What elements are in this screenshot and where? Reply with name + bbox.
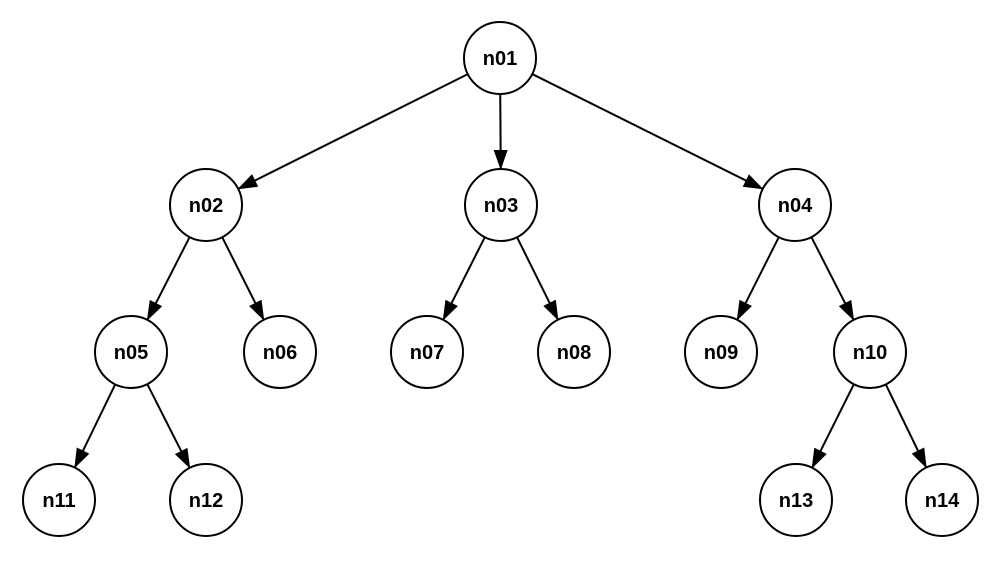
node-label-n07: n07 xyxy=(410,342,444,364)
node-label-n13: n13 xyxy=(779,490,813,512)
node-label-n09: n09 xyxy=(704,342,738,364)
tree-node-n05: n05 xyxy=(94,315,168,389)
node-circle-n08 xyxy=(537,315,611,389)
node-label-n03: n03 xyxy=(484,195,518,217)
edge-n01-n02 xyxy=(237,73,469,190)
edge-n10-n14 xyxy=(884,383,928,469)
node-circle-n04 xyxy=(758,168,832,242)
tree-node-n08: n08 xyxy=(537,315,611,389)
nodes-layer: n01 n02 n03 n04 n05 n06 n07 n08 n09 n10 n11 n12 n13 n… xyxy=(22,21,979,537)
node-circle-n10 xyxy=(833,315,907,389)
tree-node-n09: n09 xyxy=(684,315,758,389)
edge-n01-n03 xyxy=(493,93,508,170)
node-circle-n14 xyxy=(905,463,979,537)
edge-n03-n07 xyxy=(442,236,486,321)
edge-n10-n13 xyxy=(811,383,855,469)
tree-node-n02: n02 xyxy=(169,168,243,242)
node-label-n05: n05 xyxy=(114,342,148,364)
node-circle-n05 xyxy=(94,315,168,389)
node-label-n04: n04 xyxy=(778,195,813,217)
tree-node-n04: n04 xyxy=(758,168,832,242)
node-circle-n07 xyxy=(390,315,464,389)
edge-n05-n11 xyxy=(73,383,117,469)
tree-node-n13: n13 xyxy=(759,463,833,537)
edges-layer xyxy=(73,73,928,469)
edge-n04-n09 xyxy=(736,236,780,321)
edge-n05-n12 xyxy=(146,383,191,469)
node-label-n11: n11 xyxy=(42,490,75,512)
edge-n02-n05 xyxy=(146,236,191,321)
node-circle-n09 xyxy=(684,315,758,389)
edge-n02-n06 xyxy=(221,236,265,321)
tree-node-n03: n03 xyxy=(464,168,538,242)
node-circle-n03 xyxy=(464,168,538,242)
tree-node-n12: n12 xyxy=(169,463,243,537)
node-label-n01: n01 xyxy=(483,48,517,70)
node-circle-n01 xyxy=(463,21,537,95)
node-circle-n12 xyxy=(169,463,243,537)
edge-n04-n10 xyxy=(810,236,855,321)
node-circle-n06 xyxy=(243,315,317,389)
tree-node-n10: n10 xyxy=(833,315,907,389)
node-circle-n02 xyxy=(169,168,243,242)
edge-n01-n04 xyxy=(531,73,764,190)
tree-node-n11: n11 xyxy=(22,463,96,537)
node-label-n06: n06 xyxy=(263,342,297,364)
node-label-n10: n10 xyxy=(853,342,887,364)
node-circle-n13 xyxy=(759,463,833,537)
node-label-n08: n08 xyxy=(557,342,591,364)
tree-node-n07: n07 xyxy=(390,315,464,389)
node-label-n12: n12 xyxy=(189,490,223,512)
tree-node-n06: n06 xyxy=(243,315,317,389)
node-circle-n11 xyxy=(22,463,96,537)
edge-n03-n08 xyxy=(516,236,559,321)
node-label-n14: n14 xyxy=(925,490,960,512)
tree-node-n01: n01 xyxy=(463,21,537,95)
node-label-n02: n02 xyxy=(189,195,223,217)
tree-node-n14: n14 xyxy=(905,463,979,537)
